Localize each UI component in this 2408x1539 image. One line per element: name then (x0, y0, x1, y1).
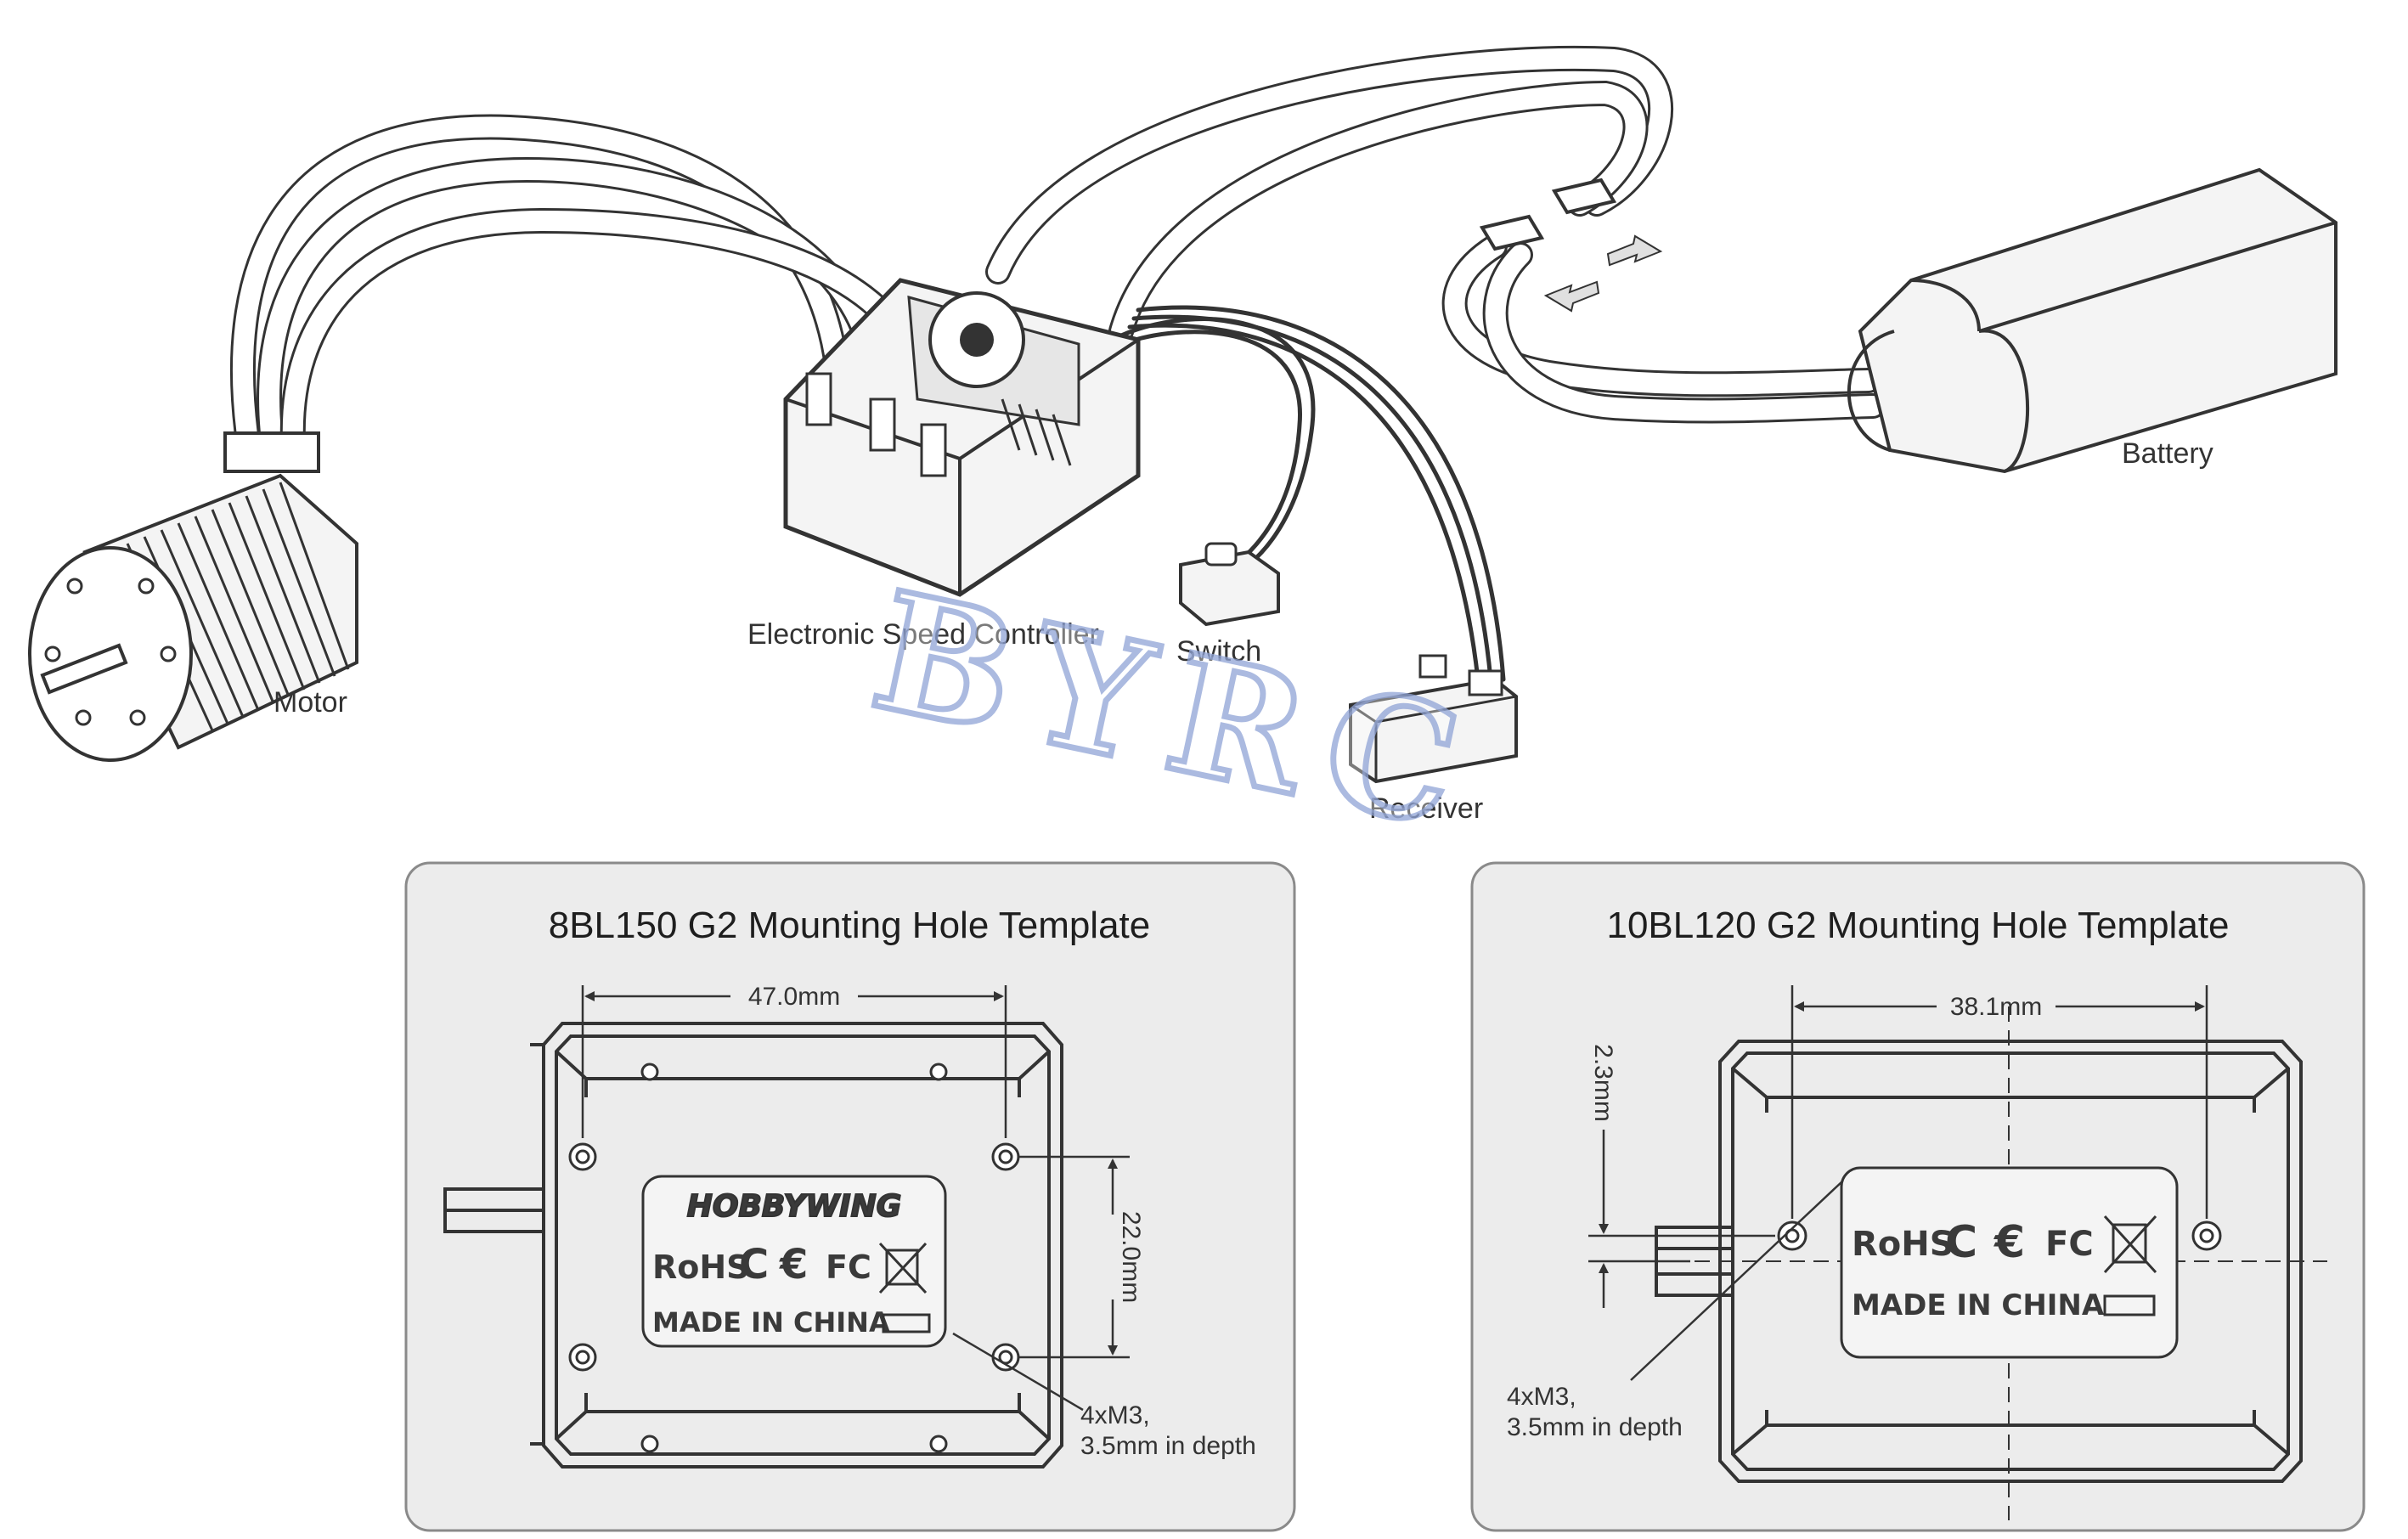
mounting-holes-10bl120 (1777, 1220, 2222, 1251)
label-plate-8bl150: HOBBYWING RoHS C € FC MADE IN CHINA (641, 1175, 947, 1348)
fc-mark-10bl120: FC (2045, 1225, 2094, 1264)
ce-mark: C (739, 1241, 769, 1288)
dimension-lines-10bl120 (1588, 985, 2208, 1381)
rohs-mark: RoHS (652, 1249, 750, 1286)
battery-connectors (1479, 178, 1663, 313)
receiver-label: Receiver (1369, 792, 1483, 825)
screw-spec-line1-8bl150: 4xM3, (1080, 1401, 1150, 1429)
switch-unit (1179, 542, 1280, 627)
receiver-unit (1349, 654, 1518, 784)
rohs-mark-10bl120: RoHS (1852, 1225, 1954, 1264)
weee-bin-icon-10bl120 (2103, 1215, 2157, 1274)
made-in-label-10bl120: MADE IN CHINA (1852, 1288, 2105, 1322)
battery-wires (985, 45, 1886, 424)
esc-outline-10bl120 (1655, 1040, 2303, 1483)
weee-bin-icon (878, 1242, 928, 1294)
width-dimension-10bl120: 38.1mm (1950, 993, 2042, 1021)
dimension-lines-8bl150 (581, 985, 1130, 1412)
mounting-template-10bl120: 10BL120 G2 Mounting Hole Template (1470, 861, 2366, 1532)
switch-label: Switch (1176, 635, 1261, 668)
screw-spec-line2-8bl150: 3.5mm in depth (1080, 1432, 1256, 1460)
width-dimension-8bl150: 47.0mm (748, 983, 840, 1011)
battery-pack (1847, 167, 2338, 474)
offset-dimension-10bl120: 2.3mm (1589, 1044, 1617, 1122)
battery-label: Battery (2122, 437, 2213, 470)
ce-mark-10bl120: C (1945, 1217, 1977, 1268)
esc-outline-8bl150 (443, 1022, 1063, 1469)
panel-title-8bl150: 8BL150 G2 Mounting Hole Template (549, 905, 1151, 946)
watermark: BYRC (859, 555, 1498, 868)
label-plate-10bl120: RoHS C € FC MADE IN CHINA (1840, 1166, 2179, 1359)
mounting-holes-8bl150 (568, 1063, 1020, 1453)
brand-logo: HOBBYWING (687, 1189, 902, 1224)
ce-mark-e-10bl120: € (1994, 1217, 2025, 1268)
screw-spec-line1-10bl120: 4xM3, (1507, 1383, 1576, 1411)
height-dimension-8bl150: 22.0mm (1117, 1211, 1145, 1303)
panel-title-10bl120: 10BL120 G2 Mounting Hole Template (1606, 905, 2229, 946)
signal-wires (1119, 305, 1506, 682)
made-in-label: MADE IN CHINA (652, 1306, 890, 1339)
motor-wires (230, 114, 939, 454)
motor-label: Motor (274, 686, 347, 719)
screw-spec-line2-10bl120: 3.5mm in depth (1507, 1413, 1683, 1441)
mounting-template-8bl150: 8BL150 G2 Mounting Hole Template (404, 861, 1296, 1532)
fc-mark: FC (826, 1249, 871, 1286)
esc-unit (783, 278, 1141, 597)
esc-label: Electronic Speed Controller (747, 618, 1099, 651)
ce-mark-e: € (779, 1241, 808, 1288)
motor (28, 431, 358, 762)
